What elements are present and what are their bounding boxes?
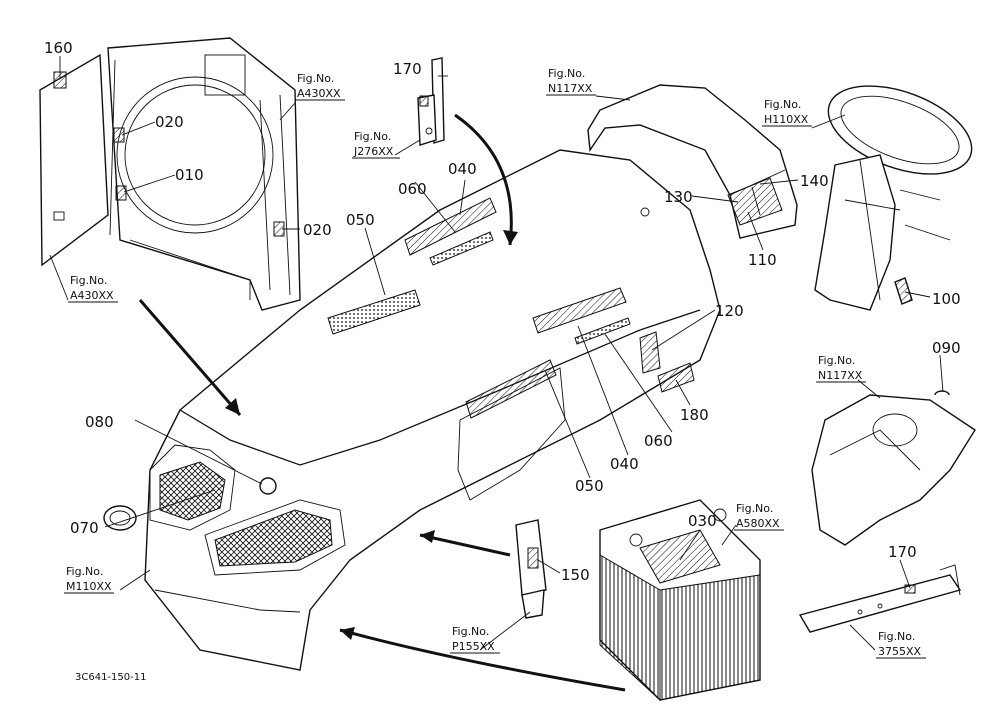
decal-150 [527, 547, 539, 569]
callout-030: 030 [688, 512, 717, 530]
decal-180 [657, 362, 695, 393]
svg-text:Fig.No.: Fig.No. [66, 565, 103, 578]
figref-3755[interactable]: Fig.No. 3755XX [876, 630, 926, 659]
decal-060-top [429, 231, 494, 266]
callout-060-top: 060 [398, 180, 427, 198]
callout-160: 160 [44, 39, 73, 57]
decal-120 [639, 331, 661, 374]
callout-080: 080 [85, 413, 114, 431]
decal-060-side [574, 317, 631, 345]
cylinder-150 [515, 519, 547, 619]
figref-a430-top[interactable]: Fig.No. A430XX [295, 72, 345, 101]
decal-170-top [419, 95, 429, 107]
svg-text:A580XX: A580XX [736, 517, 780, 530]
figref-h110[interactable]: Fig.No. H110XX [762, 98, 812, 127]
battery [599, 499, 761, 702]
decal-030 [639, 529, 721, 584]
callout-140: 140 [800, 172, 829, 190]
callout-180: 180 [680, 406, 709, 424]
decal-170-bottom [904, 584, 916, 594]
cap-080 [259, 477, 277, 495]
figref-j276[interactable]: Fig.No. J276XX [352, 130, 400, 159]
decal-040-side [532, 287, 627, 334]
callout-labels: 160 020 010 020 170 040 060 050 130 140 … [44, 39, 961, 584]
callout-100: 100 [932, 290, 961, 308]
callout-010: 010 [175, 166, 204, 184]
svg-text:P155XX: P155XX [452, 640, 495, 653]
callout-040-top: 040 [448, 160, 477, 178]
figure-references: Fig.No. A430XX Fig.No. J276XX Fig.No. N1… [64, 67, 926, 659]
assembly-arrows [138, 113, 626, 692]
svg-text:Fig.No.: Fig.No. [878, 630, 915, 643]
callout-020-lower: 020 [303, 221, 332, 239]
svg-text:Fig.No.: Fig.No. [452, 625, 489, 638]
radiator-shroud [107, 37, 301, 311]
fender-right [811, 390, 976, 546]
decal-050-side [465, 359, 557, 419]
svg-text:Fig.No.: Fig.No. [818, 354, 855, 367]
callout-130: 130 [664, 188, 693, 206]
svg-text:M110XX: M110XX [66, 580, 112, 593]
svg-text:Fig.No.: Fig.No. [297, 72, 334, 85]
figref-n117-right[interactable]: Fig.No. N117XX [816, 354, 866, 383]
callout-110: 110 [748, 251, 777, 269]
callout-050-top: 050 [346, 211, 375, 229]
callout-120: 120 [715, 302, 744, 320]
svg-text:A430XX: A430XX [70, 289, 114, 302]
svg-text:N117XX: N117XX [548, 82, 593, 95]
svg-text:A430XX: A430XX [297, 87, 341, 100]
ring-070 [103, 505, 137, 531]
svg-text:Fig.No.: Fig.No. [736, 502, 773, 515]
svg-text:H110XX: H110XX [764, 113, 809, 126]
drawing-code: 3C641-150-11 [75, 672, 146, 683]
decal-100 [894, 277, 913, 305]
figref-p155[interactable]: Fig.No. P155XX [450, 625, 500, 654]
decal-110 [727, 177, 783, 226]
callout-060-side: 060 [644, 432, 673, 450]
callout-050-side: 050 [575, 477, 604, 495]
figref-a430-bottom[interactable]: Fig.No. A430XX [68, 274, 118, 303]
frame-bar [798, 564, 962, 633]
svg-text:Fig.No.: Fig.No. [548, 67, 585, 80]
svg-text:Fig.No.: Fig.No. [354, 130, 391, 143]
callout-070: 070 [70, 519, 99, 537]
steering-column [814, 85, 973, 311]
callout-150: 150 [561, 566, 590, 584]
side-panel-left [39, 53, 109, 267]
svg-text:N117XX: N117XX [818, 369, 863, 382]
svg-text:Fig.No.: Fig.No. [70, 274, 107, 287]
bracket-j276 [417, 57, 445, 146]
svg-text:3755XX: 3755XX [878, 645, 922, 658]
decal-050-top [327, 289, 421, 335]
callout-040-side: 040 [610, 455, 639, 473]
callout-020-upper: 020 [155, 113, 184, 131]
leader-lines [49, 56, 944, 651]
svg-text:Fig.No.: Fig.No. [764, 98, 801, 111]
callout-090: 090 [932, 339, 961, 357]
svg-text:J276XX: J276XX [353, 145, 394, 158]
callout-170-top: 170 [393, 60, 422, 78]
figref-a580[interactable]: Fig.No. A580XX [734, 502, 784, 531]
callout-170-bottom: 170 [888, 543, 917, 561]
fender-cover-top [587, 84, 798, 239]
figref-n117-top[interactable]: Fig.No. N117XX [546, 67, 596, 96]
figref-m110[interactable]: Fig.No. M110XX [64, 565, 114, 594]
